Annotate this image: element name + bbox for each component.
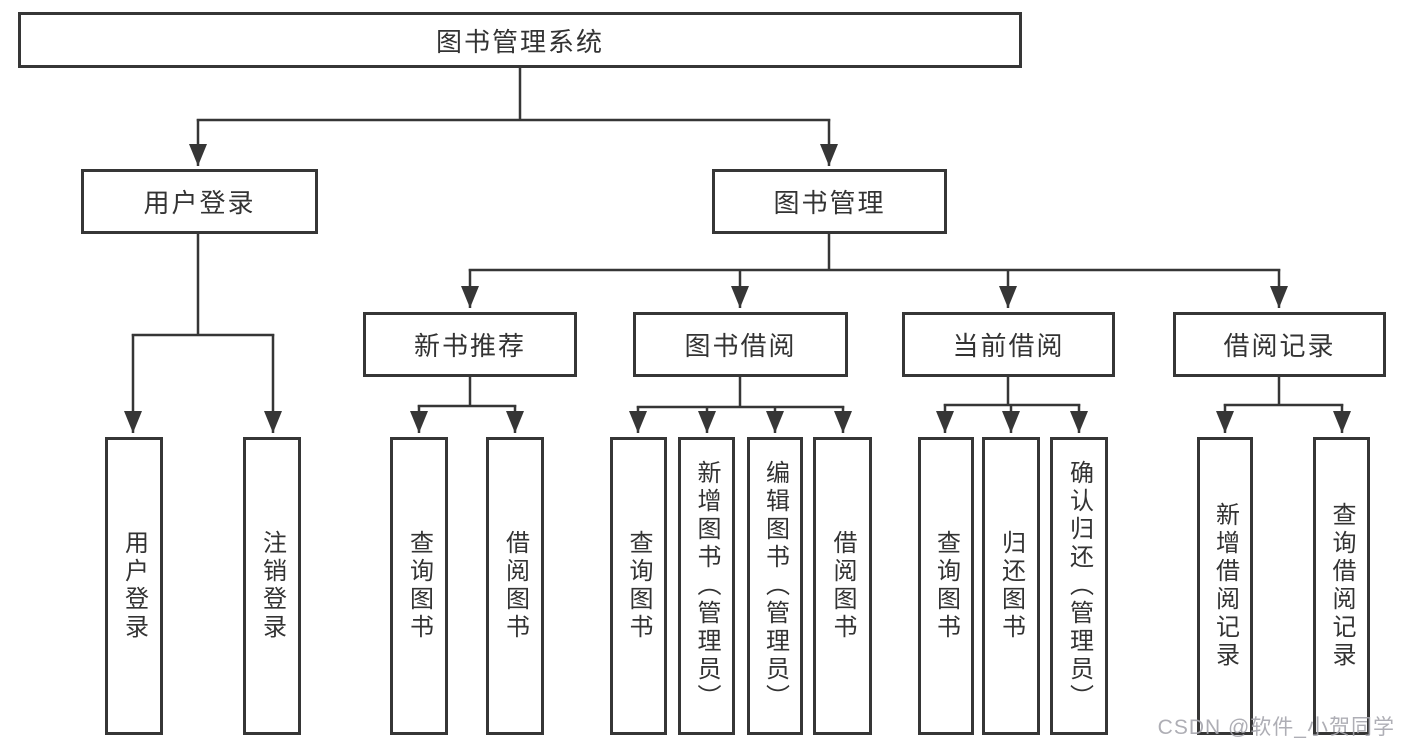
leaf-add-borrow-record: 新增借阅记录 <box>1197 437 1253 735</box>
node-current-borrowing: 当前借阅 <box>902 312 1115 377</box>
leaf-confirm-return-admin: 确认归还（管理员） <box>1050 437 1108 735</box>
leaf-query-books: 查询图书 <box>610 437 667 735</box>
node-book-borrowing: 图书借阅 <box>633 312 848 377</box>
leaf-query-books: 查询图书 <box>390 437 448 735</box>
leaf-borrow-books: 借阅图书 <box>486 437 544 735</box>
leaf-add-books-admin: 新增图书（管理员） <box>678 437 735 735</box>
node-user-login: 用户登录 <box>81 169 318 234</box>
leaf-query-borrow-record: 查询借阅记录 <box>1313 437 1370 735</box>
node-library-management-system: 图书管理系统 <box>18 12 1022 68</box>
leaf-return-books: 归还图书 <box>982 437 1040 735</box>
node-book-management: 图书管理 <box>712 169 947 234</box>
csdn-watermark: CSDN @软件_小贺同学 <box>1157 716 1395 739</box>
leaf-logout: 注销登录 <box>243 437 301 735</box>
leaf-user-login: 用户登录 <box>105 437 163 735</box>
node-borrowing-records: 借阅记录 <box>1173 312 1386 377</box>
node-new-book-recommendation: 新书推荐 <box>363 312 577 377</box>
leaf-query-books: 查询图书 <box>918 437 974 735</box>
leaf-edit-books-admin: 编辑图书（管理员） <box>747 437 803 735</box>
leaf-borrow-books: 借阅图书 <box>813 437 872 735</box>
